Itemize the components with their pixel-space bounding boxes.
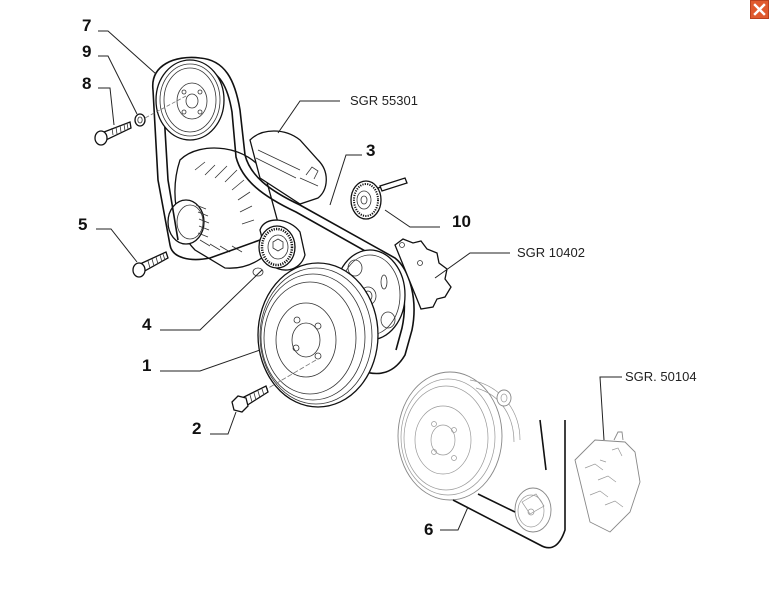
close-button[interactable] [750, 0, 769, 19]
leader-lines [96, 30, 622, 531]
crankshaft-pulley-bolt [231, 385, 269, 413]
crankshaft-pulley-ghost [397, 371, 521, 501]
ac-compressor [514, 431, 641, 533]
alternator [167, 147, 281, 269]
tensioner-assembly [249, 130, 327, 205]
ac-compressor-belt [452, 419, 566, 549]
ref-sgr-55301: SGR 55301 [350, 93, 418, 108]
callout-2: 2 [192, 419, 201, 438]
ref-sgr-10402: SGR 10402 [517, 245, 585, 260]
callout-8: 8 [82, 74, 91, 93]
callout-5: 5 [78, 215, 87, 234]
close-icon [753, 3, 766, 16]
callout-4: 4 [142, 315, 152, 334]
tensioner-roller [252, 219, 306, 277]
pulley-bolt [94, 121, 132, 146]
callout-7: 7 [82, 16, 91, 35]
upper-pulley [144, 59, 225, 141]
callout-6: 6 [424, 520, 433, 539]
bolt [132, 251, 169, 278]
idler-roller [350, 177, 408, 220]
callout-1: 1 [142, 356, 151, 375]
ref-sgr-50104: SGR. 50104 [625, 369, 697, 384]
callout-10: 10 [452, 212, 471, 231]
callout-3: 3 [366, 141, 375, 160]
crankshaft-pulley [257, 262, 379, 408]
washer [134, 113, 146, 127]
callout-9: 9 [82, 42, 91, 61]
